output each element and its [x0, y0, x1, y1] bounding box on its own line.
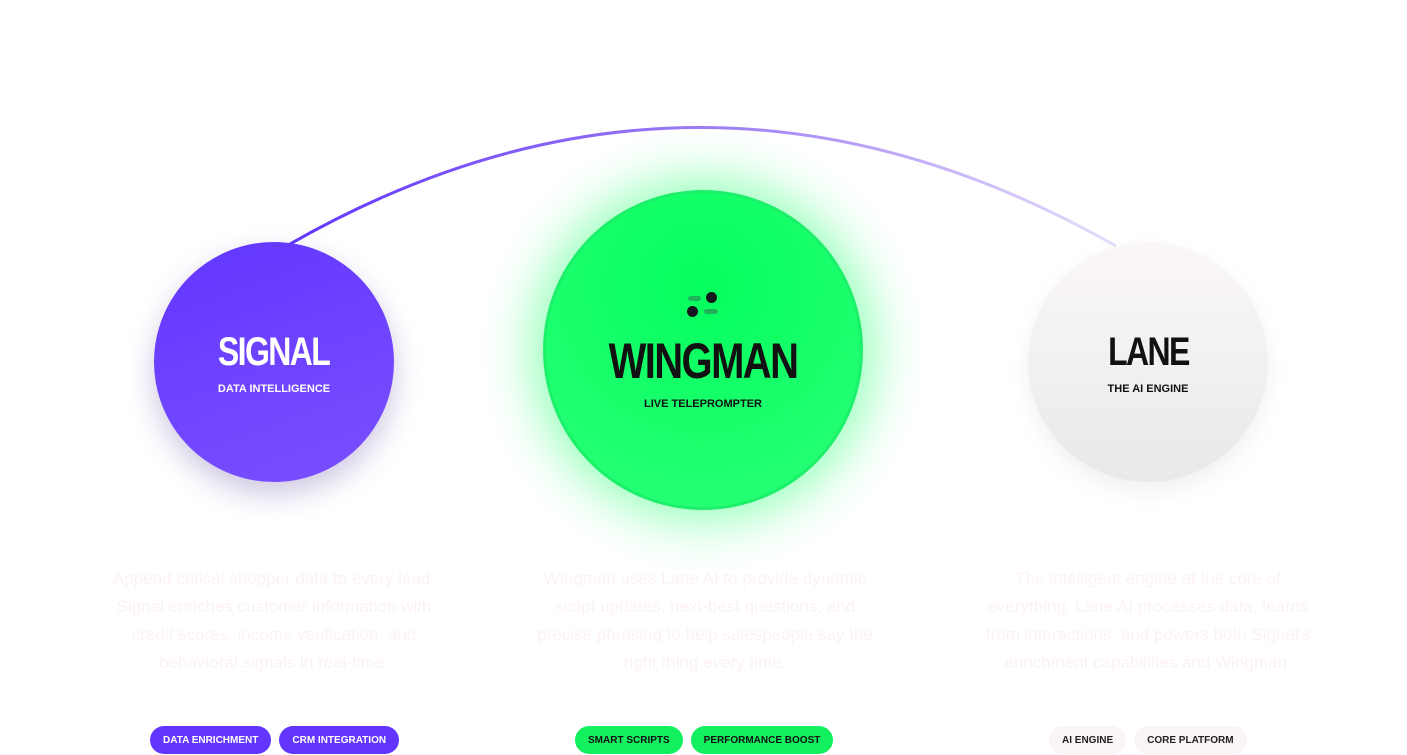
tag-ai-engine: AI ENGINE [1049, 726, 1127, 754]
wingman-subtitle: LIVE TELEPROMPTER [644, 398, 762, 410]
lane-description: The intelligent engine at the core of ev… [985, 569, 1311, 672]
wingman-logo-icon [686, 290, 720, 318]
lane-title: LANE [1107, 329, 1190, 374]
wingman-tags: SMART SCRIPTS PERFORMANCE BOOST [575, 726, 834, 754]
lane-circle[interactable]: LANE THE AI ENGINE [1028, 242, 1268, 482]
wingman-description: Wingman uses Lane AI to provide dynamic … [537, 569, 873, 672]
lane-subtitle: THE AI ENGINE [1107, 382, 1189, 395]
signal-tags: DATA ENRICHMENT CRM INTEGRATION [150, 726, 400, 754]
tag-smart-scripts: SMART SCRIPTS [575, 726, 683, 754]
arc-connector [289, 126, 1117, 248]
wingman-circle[interactable]: WINGMAN LIVE TELEPROMPTER [543, 190, 863, 510]
tag-performance-boost: PERFORMANCE BOOST [690, 726, 834, 754]
signal-subtitle: DATA INTELLIGENCE [217, 382, 331, 395]
tag-data-enrichment: DATA ENRICHMENT [150, 726, 272, 754]
signal-title: SIGNAL [218, 329, 331, 374]
tag-core-platform: CORE PLATFORM [1134, 726, 1247, 754]
lane-tags: AI ENGINE CORE PLATFORM [1049, 726, 1247, 754]
signal-description: Append critical shopper data to every le… [112, 569, 436, 672]
tag-crm-integration: CRM INTEGRATION [279, 726, 400, 754]
signal-circle[interactable]: SIGNAL DATA INTELLIGENCE [154, 242, 394, 482]
wingman-title: WINGMAN [608, 333, 799, 389]
